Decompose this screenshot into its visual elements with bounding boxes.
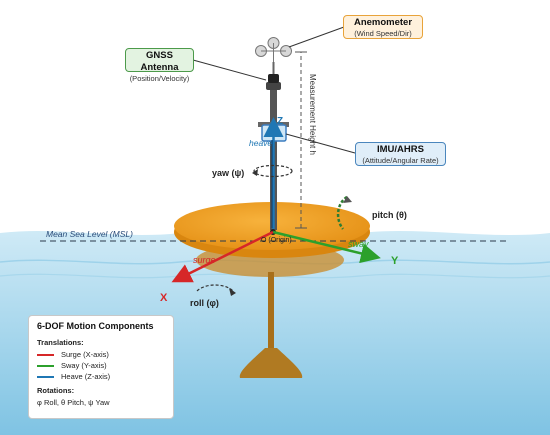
heave-label: heave	[249, 138, 272, 148]
yaw-rotation-arrow	[253, 164, 293, 178]
x-axis-label: X	[160, 292, 168, 304]
anemometer-subtitle: (Wind Speed/Dir)	[354, 28, 412, 38]
z-axis-label: Z	[277, 116, 283, 127]
msl-label: Mean Sea Level (MSL)	[46, 229, 133, 239]
anemometer-icon	[255, 37, 292, 74]
origin-label: O (Origin)	[261, 237, 292, 244]
legend-box: 6-DOF Motion Components Translations: Su…	[28, 315, 174, 419]
y-axis-label: Y	[391, 255, 399, 267]
roll-arrowhead	[229, 288, 236, 296]
legend-rotations-text: φ Roll, θ Pitch, ψ Yaw	[37, 398, 110, 407]
pitch-label: pitch (θ)	[372, 210, 407, 220]
sway-label: sway	[348, 239, 369, 249]
surge-axis-arrow	[171, 230, 274, 283]
anemometer-leader	[288, 26, 345, 48]
gnss-title: GNSS Antenna	[140, 50, 179, 73]
legend-rotations-heading: Rotations:	[37, 386, 75, 395]
roll-label: roll (φ)	[190, 298, 219, 308]
legend-swatch-heave	[37, 375, 54, 378]
imu-subtitle: (Attitude/Angular Rate)	[362, 155, 439, 165]
imu-title: IMU/AHRS	[377, 144, 424, 155]
buoy-keel-rod	[268, 272, 274, 357]
legend-translations-heading: Translations:	[37, 338, 84, 347]
measurement-height-label: Measurement Height h	[308, 74, 317, 155]
anemometer-title: Anemometer	[353, 17, 413, 28]
legend-label-sway: Sway (Y-axis)	[61, 361, 107, 370]
gnss-callout: GNSS Antenna (Position/Velocity)	[125, 48, 194, 83]
anemometer-callout: Anemometer (Wind Speed/Dir)	[343, 15, 423, 39]
pitch-arrowhead	[343, 196, 352, 203]
legend-label-heave: Heave (Z-axis)	[61, 372, 111, 381]
yaw-arrowhead	[252, 169, 258, 176]
pitch-rotation-arrow	[336, 195, 348, 230]
legend-swatch-surge	[37, 353, 54, 356]
imu-callout: IMU/AHRS (Attitude/Angular Rate)	[355, 142, 446, 166]
legend-item-surge: Surge (X-axis)	[37, 349, 165, 360]
gnss-antenna-cap	[268, 74, 279, 83]
surge-label: surge	[193, 255, 216, 265]
gnss-subtitle: (Position/Velocity)	[129, 73, 190, 83]
gnss-leader	[192, 59, 267, 81]
sway-axis-arrow	[272, 230, 381, 264]
gnss-antenna-body	[266, 82, 281, 90]
legend-title: 6-DOF Motion Components	[37, 321, 154, 331]
imu-leader	[285, 133, 356, 154]
buoy-keel-weight	[239, 348, 303, 378]
legend-label-surge: Surge (X-axis)	[61, 350, 109, 359]
legend-item-heave: Heave (Z-axis)	[37, 371, 165, 382]
legend-item-sway: Sway (Y-axis)	[37, 360, 165, 371]
yaw-label: yaw (ψ)	[212, 168, 244, 178]
legend-swatch-sway	[37, 364, 54, 367]
